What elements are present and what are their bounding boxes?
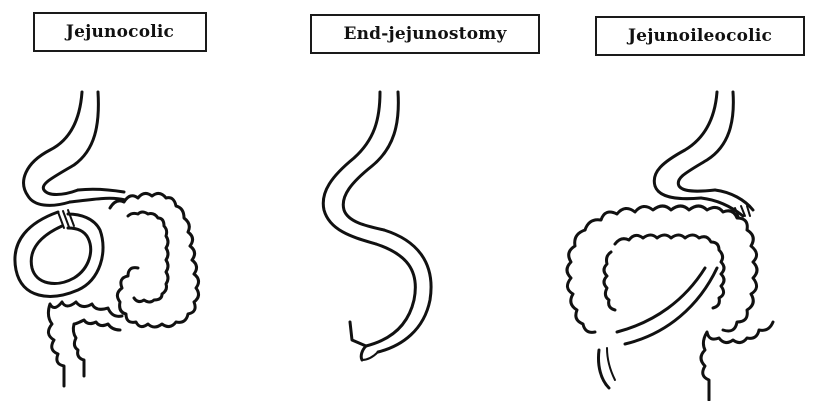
- ileum-outer: [617, 268, 705, 332]
- colon-inner: [128, 212, 168, 302]
- stomach-outline-inner: [43, 92, 98, 195]
- appendix-inner: [607, 348, 615, 380]
- jejunoileocolic-illustration: [555, 0, 826, 401]
- stoma-tip: [362, 352, 378, 360]
- remnant-loop-inner: [31, 226, 90, 283]
- sigmoid-inner: [73, 320, 120, 376]
- panel-jejunocolic: Jejunocolic: [0, 0, 240, 401]
- colon-inner: [615, 235, 724, 308]
- stomach-outline-inner: [678, 92, 733, 191]
- descending-colon: [701, 322, 773, 400]
- end-jejunostomy-illustration: [280, 0, 550, 401]
- stomach-outline-outer: [654, 92, 717, 199]
- jejunum-inner: [78, 189, 124, 192]
- colon-outer: [585, 206, 757, 331]
- stomach-outline-outer: [24, 92, 82, 205]
- ascending-colon-inner: [604, 252, 615, 310]
- stoma-end: [350, 322, 366, 346]
- panel-end-jejunostomy: End-jejunostomy: [280, 0, 550, 401]
- jejunocolic-illustration: [0, 0, 240, 401]
- ascending-colon: [567, 230, 595, 332]
- jejunum-outer: [361, 244, 415, 360]
- panel-jejunoileocolic: Jejunoileocolic: [555, 0, 826, 401]
